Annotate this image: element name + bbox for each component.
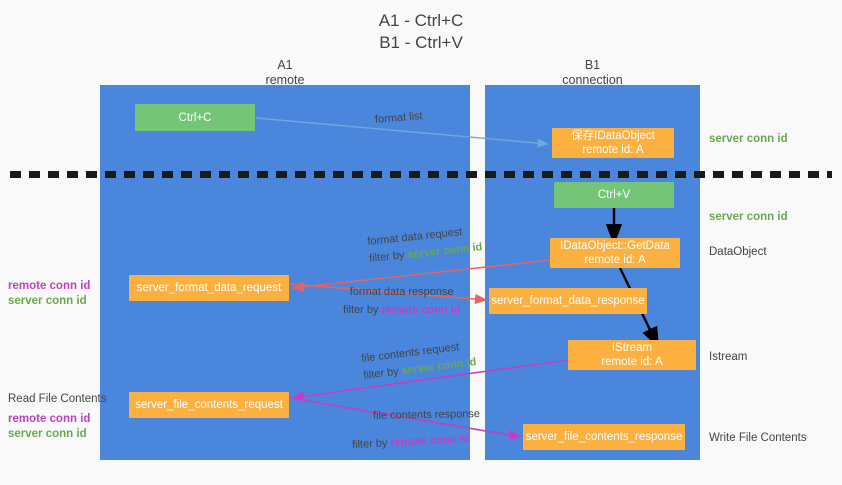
- box-istream-line2: remote id: A: [601, 356, 663, 368]
- column-header-b1-name: B1: [584, 58, 601, 72]
- box-getdata-line2: remote id: A: [584, 254, 646, 266]
- box-server-file-contents-request-label: server_file_contents_request: [135, 399, 283, 411]
- edge-label-file-contents-response: file contents response: [373, 407, 480, 423]
- filter-key-remote-conn-id: remote conn id: [381, 304, 461, 316]
- box-save-dataobject-line2: remote id: A: [582, 144, 644, 156]
- side-label-file-server-conn-id: server conn id: [8, 428, 87, 440]
- column-header-a1-name: A1: [277, 58, 293, 72]
- column-header-b1: B1 connection: [485, 58, 700, 87]
- annotation-istream: Istream: [709, 350, 747, 365]
- side-label-format-server-conn-id: server conn id: [8, 295, 87, 307]
- filter-prefix: filter by: [351, 437, 391, 452]
- phase-divider: [10, 171, 832, 178]
- box-server-format-data-request-label: server_format_data_request: [136, 282, 282, 294]
- annotation-dataobject-text: DataObject: [709, 246, 767, 258]
- side-label-file-remote-conn-id: remote conn id: [8, 413, 91, 425]
- box-ctrl-c[interactable]: Ctrl+C: [135, 104, 255, 131]
- title-line-1: A1 - Ctrl+C: [378, 11, 464, 30]
- column-header-b1-sub: connection: [562, 72, 623, 87]
- box-save-dataobject-line1: 保存IDataObject: [571, 130, 655, 142]
- page-title: A1 - Ctrl+C B1 - Ctrl+V: [0, 10, 842, 54]
- filter-key-server-conn-id: server conn id: [406, 241, 483, 261]
- side-label-read-file-contents: Read File Contents: [8, 392, 106, 407]
- box-server-format-data-response[interactable]: server_format_data_response: [489, 288, 647, 314]
- annotation-server-conn-id-top: server conn id: [709, 132, 788, 147]
- box-server-file-contents-request[interactable]: server_file_contents_request: [129, 392, 289, 418]
- filter-prefix: filter by: [343, 304, 382, 316]
- annotation-server-conn-id-top-text: server conn id: [709, 133, 788, 145]
- annotation-write-file-contents: Write File Contents: [709, 431, 807, 446]
- annotation-write-file-contents-text: Write File Contents: [709, 432, 807, 444]
- box-ctrl-v-label: Ctrl+V: [597, 189, 631, 201]
- edge-label-format-data-response-filter: filter by remote conn id: [343, 303, 460, 317]
- box-server-file-contents-response-label: server_file_contents_response: [525, 431, 683, 443]
- box-getdata-line1: IDataObject::GetData: [560, 240, 670, 252]
- annotation-istream-text: Istream: [709, 351, 748, 363]
- side-label-file-pair: remote conn id server conn id: [8, 412, 90, 442]
- title-line-2: B1 - Ctrl+V: [379, 33, 463, 52]
- annotation-dataobject: DataObject: [709, 245, 767, 260]
- box-server-file-contents-response[interactable]: server_file_contents_response: [523, 424, 685, 450]
- edge-label-format-list-text: format list: [374, 110, 424, 126]
- box-ctrl-c-label: Ctrl+C: [178, 111, 212, 124]
- annotation-server-conn-id-mid-text: server conn id: [709, 211, 788, 223]
- box-istream[interactable]: IStream remote id: A: [568, 340, 696, 370]
- box-server-format-data-request[interactable]: server_format_data_request: [129, 275, 289, 301]
- side-label-format-pair: remote conn id server conn id: [8, 279, 90, 309]
- annotation-server-conn-id-mid: server conn id: [709, 210, 788, 225]
- annotation-read-file-contents-text: Read File Contents: [8, 393, 107, 405]
- side-label-format-remote-conn-id: remote conn id: [8, 280, 91, 292]
- box-getdata[interactable]: IDataObject::GetData remote id: A: [550, 238, 680, 268]
- edge-label-format-data-response-text: format data response: [349, 286, 454, 298]
- column-header-a1-sub: remote: [265, 72, 305, 87]
- box-save-dataobject[interactable]: 保存IDataObject remote id: A: [552, 128, 674, 158]
- edge-label-file-contents-response-text: file contents response: [372, 408, 481, 422]
- box-istream-line1: IStream: [611, 342, 653, 354]
- edge-label-format-data-response: format data response filter by remote co…: [343, 285, 460, 317]
- column-header-a1: A1 remote: [100, 58, 470, 87]
- box-server-format-data-response-label: server_format_data_response: [491, 295, 645, 307]
- box-ctrl-v[interactable]: Ctrl+V: [554, 182, 674, 208]
